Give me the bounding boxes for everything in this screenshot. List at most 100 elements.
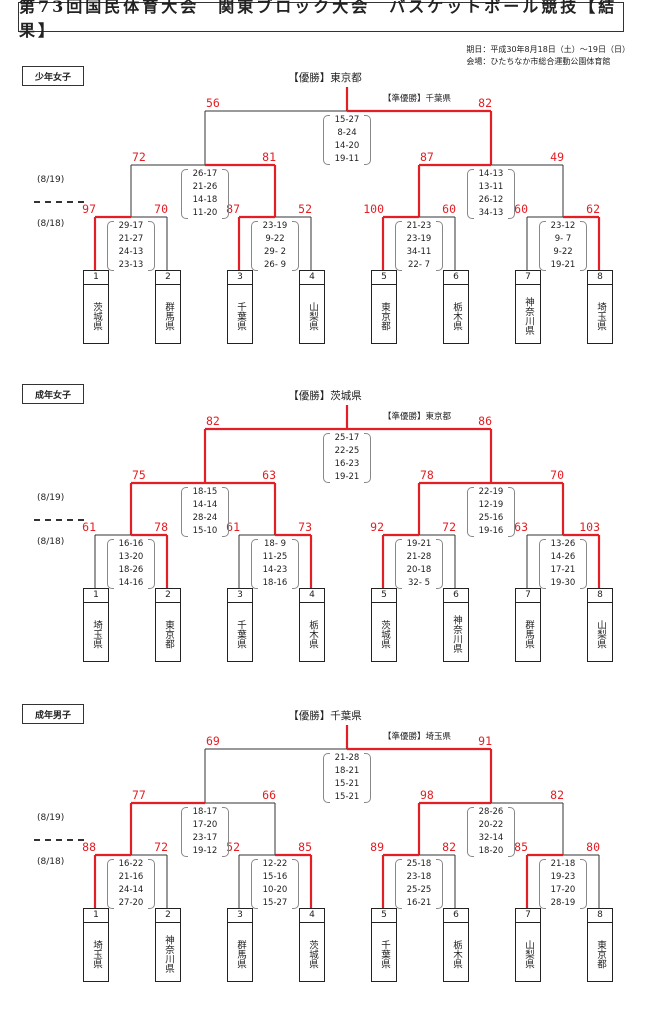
set-score: 28-24 xyxy=(192,513,218,523)
team-name: 神奈川県 xyxy=(523,297,534,335)
quarter-score-left: 88 xyxy=(82,840,96,854)
team-name: 千葉県 xyxy=(235,619,246,649)
set-score: 20-18 xyxy=(406,565,432,575)
team-box: 1 茨城県 xyxy=(83,270,109,344)
set-score: 24-14 xyxy=(118,885,144,895)
team-seed: 3 xyxy=(228,271,252,285)
semi-score-left: 77 xyxy=(132,788,146,802)
set-score: 21-16 xyxy=(118,872,144,882)
team-seed: 1 xyxy=(84,909,108,923)
quarter-score-right: 85 xyxy=(298,840,312,854)
set-score: 32- 5 xyxy=(408,578,430,588)
team-seed: 8 xyxy=(588,909,612,923)
team-name: 神奈川県 xyxy=(163,935,174,973)
team-box: 8 東京都 xyxy=(587,908,613,982)
set-score: 19-11 xyxy=(334,154,360,164)
set-score: 15-16 xyxy=(262,872,288,882)
set-score: 18-21 xyxy=(334,766,360,776)
quarter-score-left: 85 xyxy=(514,840,528,854)
set-score: 13-20 xyxy=(118,552,144,562)
set-score: 15-27 xyxy=(262,898,288,908)
team-box: 1 埼玉県 xyxy=(83,908,109,982)
semi-score-left: 75 xyxy=(132,468,146,482)
team-name: 神奈川県 xyxy=(451,615,462,653)
set-score: 27-20 xyxy=(118,898,144,908)
set-score: 34-11 xyxy=(406,247,432,257)
team-box: 6 栃木県 xyxy=(443,908,469,982)
bracket-lines xyxy=(93,87,601,270)
quarter-score-left: 61 xyxy=(82,520,96,534)
team-name: 栃木県 xyxy=(307,619,318,649)
set-score: 29-17 xyxy=(118,221,144,231)
final-score-right: 86 xyxy=(478,414,492,428)
set-score: 24-13 xyxy=(118,247,144,257)
set-score: 23-19 xyxy=(262,221,288,231)
team-name: 東京都 xyxy=(379,301,390,331)
team-name: 群馬県 xyxy=(163,301,174,331)
semi-score-left: 98 xyxy=(420,788,434,802)
team-name: 栃木県 xyxy=(451,939,462,969)
semi-score-left: 72 xyxy=(132,150,146,164)
quarter-score-right: 80 xyxy=(586,840,600,854)
team-seed: 1 xyxy=(84,589,108,603)
team-seed: 5 xyxy=(372,909,396,923)
set-score: 21-28 xyxy=(406,552,432,562)
set-score: 21-18 xyxy=(550,859,576,869)
set-score: 10-20 xyxy=(262,885,288,895)
team-box: 5 千葉県 xyxy=(371,908,397,982)
set-score: 28-19 xyxy=(550,898,576,908)
set-score: 19-23 xyxy=(550,872,576,882)
semi-score-left: 87 xyxy=(420,150,434,164)
team-seed: 3 xyxy=(228,589,252,603)
set-score: 18-17 xyxy=(192,807,218,817)
set-score: 14-18 xyxy=(192,195,218,205)
semi-score-right: 63 xyxy=(262,468,276,482)
set-score: 21-27 xyxy=(118,234,144,244)
day-divider xyxy=(34,201,84,203)
set-score: 9-22 xyxy=(265,234,285,244)
team-name: 千葉県 xyxy=(379,939,390,969)
set-score: 25-16 xyxy=(478,513,504,523)
quarter-score-left: 97 xyxy=(82,202,96,216)
team-seed: 4 xyxy=(300,589,324,603)
set-score: 32-14 xyxy=(478,833,504,843)
set-score: 15-21 xyxy=(334,792,360,802)
team-box: 4 山梨県 xyxy=(299,270,325,344)
quarter-score-left: 60 xyxy=(514,202,528,216)
set-score: 26- 9 xyxy=(264,260,286,270)
set-score: 14-16 xyxy=(118,578,144,588)
set-score: 14-14 xyxy=(192,500,218,510)
team-name: 山梨県 xyxy=(307,301,318,331)
set-score: 26-12 xyxy=(478,195,504,205)
quarter-score-right: 82 xyxy=(442,840,456,854)
event-dates: 期日：平成30年8月18日（土）～19日（日） xyxy=(466,45,630,54)
team-box: 4 茨城県 xyxy=(299,908,325,982)
day-label-8-19: (8/19) xyxy=(37,175,65,185)
set-score: 18-20 xyxy=(478,846,504,856)
team-box: 5 東京都 xyxy=(371,270,397,344)
set-score: 23-12 xyxy=(550,221,576,231)
day-label-8-19: (8/19) xyxy=(37,813,65,823)
team-seed: 2 xyxy=(156,589,180,603)
page-title: 第73回国民体育大会 関東ブロック大会 バスケットボール競技【結果】 xyxy=(18,0,624,40)
set-score: 21-28 xyxy=(334,753,360,763)
team-name: 栃木県 xyxy=(451,301,462,331)
set-score: 19-16 xyxy=(478,526,504,536)
semi-score-right: 66 xyxy=(262,788,276,802)
bracket-lines xyxy=(94,405,601,588)
champion-label: 【優勝】東京都 xyxy=(288,72,362,84)
team-name: 群馬県 xyxy=(523,619,534,649)
final-score-left: 82 xyxy=(206,414,220,428)
set-score: 22-19 xyxy=(478,487,504,497)
team-seed: 4 xyxy=(300,909,324,923)
set-score: 16-23 xyxy=(334,459,360,469)
